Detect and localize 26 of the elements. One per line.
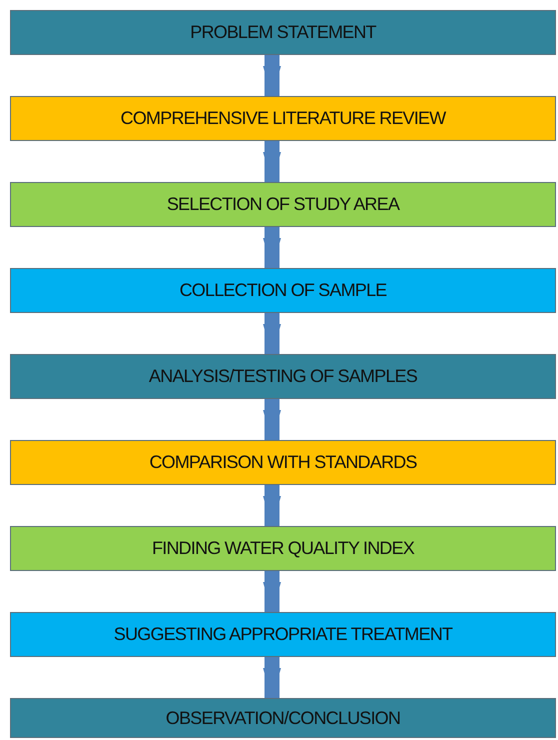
process-box: [10, 354, 556, 399]
step-label: PROBLEM STATEMENT: [190, 22, 376, 43]
process-box: [10, 526, 556, 571]
arrow: [263, 571, 281, 614]
arrow: [263, 485, 281, 528]
step-label: OBSERVATION/CONCLUSION: [166, 708, 400, 728]
process-box: [10, 698, 556, 738]
step-label: ANALYSIS/TESTING OF SAMPLES: [148, 366, 418, 387]
arrow: [263, 55, 281, 98]
arrow: [263, 657, 281, 700]
arrow: [263, 313, 281, 356]
step-label: COMPARISON WITH STANDARDS: [149, 452, 417, 473]
process-box: [10, 268, 556, 313]
arrow: [263, 399, 281, 442]
process-box: [10, 612, 556, 657]
process-box: [10, 182, 556, 227]
step-label: COLLECTION OF SAMPLE: [179, 280, 387, 301]
step-label: SELECTION OF STUDY AREA: [166, 194, 400, 215]
arrow: [263, 227, 281, 270]
process-box: [10, 96, 556, 141]
step-label: FINDING WATER QUALITY INDEX: [152, 538, 414, 559]
arrow: [263, 141, 281, 184]
process-box: [10, 10, 556, 55]
step-label: SUGGESTING APPROPRIATE TREATMENT: [114, 624, 452, 645]
process-box: [10, 440, 556, 485]
step-label: COMPREHENSIVE LITERATURE REVIEW: [120, 108, 446, 129]
